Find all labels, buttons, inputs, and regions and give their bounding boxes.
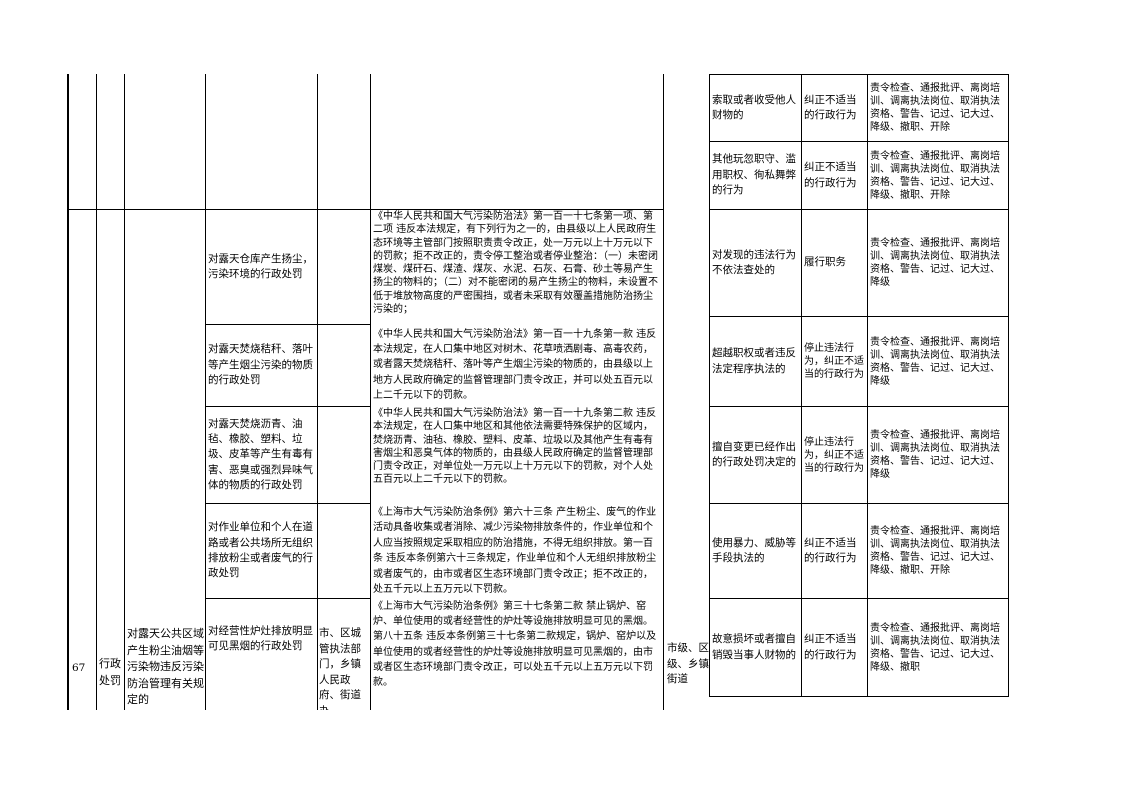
measures-text: 责令检查、通报批评、离岗培训、调离执法岗位、取消执法资格、警告、记过、记大过、降… bbox=[870, 238, 1000, 288]
situation-cell: 使用暴力、威胁等手段执法的 bbox=[712, 504, 800, 598]
remedy-type-cell: 停止违法行为，纠正不适当的行政行为 bbox=[804, 317, 866, 406]
remedy-type-text: 履行职务 bbox=[804, 256, 846, 269]
situation-text: 使用暴力、威胁等手段执法的 bbox=[712, 536, 796, 564]
right-table-border-h bbox=[709, 406, 1009, 407]
left-table-border-h bbox=[205, 503, 371, 504]
left-table-border-h bbox=[205, 406, 371, 407]
remedy-type-text: 纠正不适当的行政行为 bbox=[804, 633, 857, 661]
right-table-border-v bbox=[801, 74, 802, 697]
left-table-border-v bbox=[124, 74, 125, 710]
left-table-border-h bbox=[68, 209, 664, 210]
remedy-type-text: 停止违法行为，纠正不适当的行政行为 bbox=[804, 343, 864, 380]
enforcement-level-cell: 市级、区级、乡镇街道 bbox=[667, 642, 709, 685]
sub-item-text: 对经营性炉灶排放明显可见黑烟的行政处罚 bbox=[208, 625, 313, 653]
measures-cell: 责令检查、通报批评、离岗培训、调离执法岗位、取消执法资格、警告、记过、记大过、降… bbox=[870, 210, 1008, 316]
sub-item-cell: 对露天焚烧秸秆、落叶等产生烟尘污染的物质的行政处罚 bbox=[208, 325, 316, 406]
measures-cell: 责令检查、通报批评、离岗培训、调离执法岗位、取消执法资格、警告、记过、记大过、降… bbox=[870, 599, 1008, 696]
right-table-border-h bbox=[709, 209, 1009, 210]
remedy-type-text: 纠正不适当的行政行为 bbox=[804, 161, 857, 189]
remedy-type-text: 纠正不适当的行政行为 bbox=[804, 93, 857, 121]
situation-cell: 擅自变更已经作出的行政处罚决定的 bbox=[712, 407, 800, 503]
left-table-border-v bbox=[663, 74, 664, 710]
situation-text: 故意损坏或者擅自销毁当事人财物的 bbox=[712, 633, 796, 661]
measures-cell: 责令检查、通报批评、离岗培训、调离执法岗位、取消执法资格、警告、记过、记大过、降… bbox=[870, 317, 1008, 406]
right-table-border-h bbox=[709, 141, 1009, 142]
sub-item-text: 对作业单位和个人在道路或者公共场所无组织排放粉尘或者废气的行政处罚 bbox=[208, 521, 313, 580]
situation-text: 其他玩忽职守、滥用职权、徇私舞弊的行为 bbox=[712, 153, 796, 197]
measures-cell: 责令检查、通报批评、离岗培训、调离执法岗位、取消执法资格、警告、记过、记大过、降… bbox=[870, 142, 1008, 209]
remedy-type-cell: 履行职务 bbox=[804, 210, 866, 316]
sub-item-cell: 对露天焚烧沥青、油毡、橡胶、塑料、垃圾、皮革等产生有毒有害、恶臭或强烈异味气体的… bbox=[208, 407, 316, 503]
left-table-border-v bbox=[68, 74, 69, 710]
remedy-type-text: 纠正不适当的行政行为 bbox=[804, 536, 857, 564]
measures-cell: 责令检查、通报批评、离岗培训、调离执法岗位、取消执法资格、警告、记过、记大过、降… bbox=[870, 407, 1008, 503]
right-table-border-v bbox=[867, 74, 868, 697]
measures-text: 责令检查、通报批评、离岗培训、调离执法岗位、取消执法资格、警告、记过、记大过、降… bbox=[870, 150, 1000, 201]
legal-basis-cell: 《上海市大气污染防治条例》第三十七条第二款 禁止锅炉、窑炉、单位使用的或者经营性… bbox=[373, 601, 657, 689]
legal-basis-cell: 《中华人民共和国大气污染防治法》第一百一十九条第二款 违反本法规定，在人口集中地… bbox=[373, 408, 657, 486]
left-table-border-v bbox=[67, 74, 68, 710]
measures-cell: 责令检查、通报批评、离岗培训、调离执法岗位、取消执法资格、警告、记过、记大过、降… bbox=[870, 75, 1008, 141]
remedy-type-cell: 纠正不适当的行政行为 bbox=[804, 75, 866, 141]
measures-text: 责令检查、通报批评、离岗培训、调离执法岗位、取消执法资格、警告、记过、记大过、降… bbox=[870, 430, 1000, 480]
situation-text: 超越职权或者违反法定程序执法的 bbox=[712, 347, 796, 375]
right-table-border-h bbox=[709, 598, 1009, 599]
row-sequence-number: 67 bbox=[72, 662, 86, 674]
situation-cell: 故意损坏或者擅自销毁当事人财物的 bbox=[712, 599, 800, 696]
left-table-border-h bbox=[205, 598, 371, 599]
right-table-border-h bbox=[709, 503, 1009, 504]
item-name-cell: 对露天公共区域产生粉尘油烟等污染物违反污染防治管理有关规定的 bbox=[127, 627, 204, 706]
remedy-type-cell: 停止违法行为，纠正不适当的行政行为 bbox=[804, 407, 866, 503]
left-table-border-v bbox=[317, 74, 318, 710]
situation-text: 对发现的违法行为不依法查处的 bbox=[712, 248, 796, 276]
right-table-border-h bbox=[709, 696, 1009, 697]
left-table-border-v bbox=[370, 74, 371, 710]
sub-item-cell: 对经营性炉灶排放明显可见黑烟的行政处罚 bbox=[208, 624, 316, 664]
right-table-border-h bbox=[709, 316, 1009, 317]
legal-basis-cell: 《中华人民共和国大气污染防治法》第一百一十九条第一款 违反本法规定，在人口集中地… bbox=[373, 329, 657, 401]
sub-item-cell: 对露天仓库产生扬尘，污染环境的行政处罚 bbox=[208, 210, 316, 324]
right-table-border-h bbox=[709, 74, 1009, 75]
sub-item-cell: 对作业单位和个人在道路或者公共场所无组织排放粉尘或者废气的行政处罚 bbox=[208, 504, 316, 598]
left-table-border-h bbox=[205, 324, 371, 325]
remedy-type-cell: 纠正不适当的行政行为 bbox=[804, 599, 866, 696]
remedy-type-text: 停止违法行为，纠正不适当的行政行为 bbox=[804, 436, 864, 474]
situation-cell: 索取或者收受他人财物的 bbox=[712, 75, 800, 141]
measures-text: 责令检查、通报批评、离岗培训、调离执法岗位、取消执法资格、警告、记过、记大过、降… bbox=[870, 526, 1000, 576]
legal-basis-cell: 《上海市大气污染防治条例》第六十三条 产生粉尘、废气的作业活动具备收集或者消除、… bbox=[373, 507, 657, 596]
situation-cell: 对发现的违法行为不依法查处的 bbox=[712, 210, 800, 316]
measures-text: 责令检查、通报批评、离岗培训、调离执法岗位、取消执法资格、警告、记过、记大过、降… bbox=[870, 83, 1000, 133]
remedy-type-cell: 纠正不适当的行政行为 bbox=[804, 142, 866, 209]
legal-basis-cell: 《中华人民共和国大气污染防治法》第一百一十七条第一项、第二项 违反本法规定，有下… bbox=[373, 211, 658, 316]
situation-text: 索取或者收受他人财物的 bbox=[712, 93, 796, 121]
situation-cell: 超越职权或者违反法定程序执法的 bbox=[712, 317, 800, 406]
right-table-border-v bbox=[709, 74, 710, 697]
sub-item-text: 对露天焚烧沥青、油毡、橡胶、塑料、垃圾、皮革等产生有毒有害、恶臭或强烈异味气体的… bbox=[208, 417, 313, 491]
situation-cell: 其他玩忽职守、滥用职权、徇私舞弊的行为 bbox=[712, 142, 800, 209]
situation-text: 擅自变更已经作出的行政处罚决定的 bbox=[712, 440, 796, 468]
measures-cell: 责令检查、通报批评、离岗培训、调离执法岗位、取消执法资格、警告、记过、记大过、降… bbox=[870, 504, 1008, 598]
sub-item-text: 对露天仓库产生扬尘，污染环境的行政处罚 bbox=[208, 252, 313, 280]
remedy-type-cell: 纠正不适当的行政行为 bbox=[804, 504, 866, 598]
measures-text: 责令检查、通报批评、离岗培训、调离执法岗位、取消执法资格、警告、记过、记大过、降… bbox=[870, 622, 1000, 673]
measures-text: 责令检查、通报批评、离岗培训、调离执法岗位、取消执法资格、警告、记过、记大过、降… bbox=[870, 336, 1000, 387]
implementing-body-cell: 市、区城管执法部门，乡镇人民政府、街道办 bbox=[319, 627, 361, 710]
right-table-border-v bbox=[1008, 74, 1009, 697]
left-table-border-v bbox=[96, 74, 97, 710]
category-cell: 行政处罚 bbox=[99, 657, 121, 687]
left-table-border-v bbox=[205, 74, 206, 710]
sub-item-text: 对露天焚烧秸秆、落叶等产生烟尘污染的物质的行政处罚 bbox=[208, 343, 313, 387]
